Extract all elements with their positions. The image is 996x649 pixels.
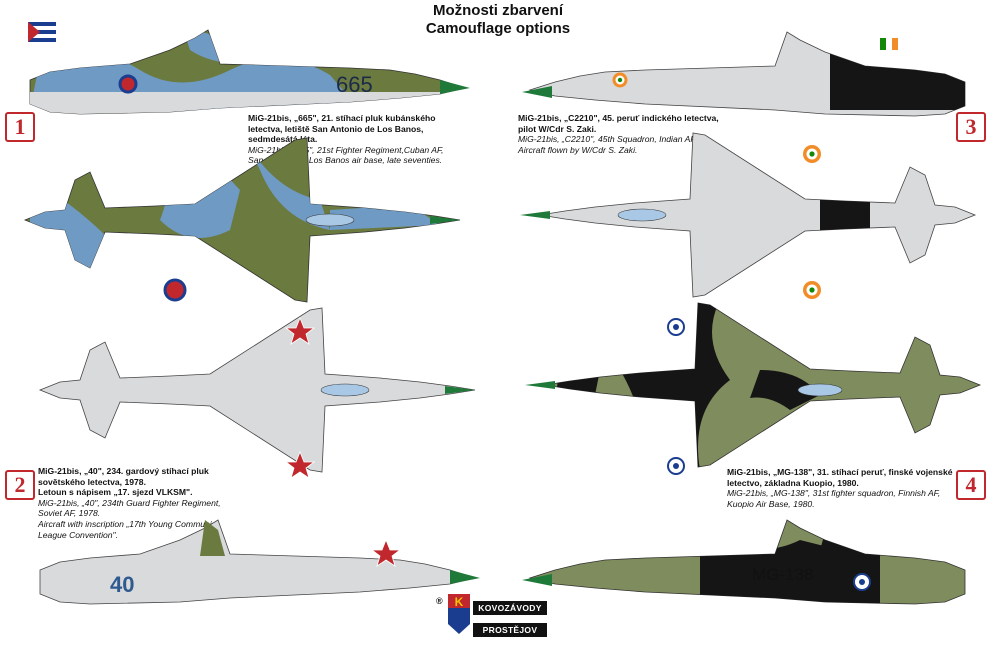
manufacturer-logo: ® K KOVOZÁVODY PROSTĚJOV — [436, 594, 548, 638]
caption-line: sovětského letectva, 1978. — [38, 476, 146, 487]
caption-line: Aircraft flown by W/Cdr S. Zaki. — [518, 144, 638, 155]
caption-line: letectva, letiště San Antonio de Los Ban… — [248, 123, 424, 134]
caption-line: MiG-21bis, „40", 234. gardový stíhací pl… — [38, 466, 209, 476]
caption-line: MiG-21bis, „665", 21st Fighter Regiment,… — [248, 144, 444, 155]
registered-mark: ® — [436, 596, 443, 606]
option-3-plan-view — [520, 132, 976, 299]
caption-line: San Antonio de Los Banos air base, late … — [248, 155, 443, 166]
kovozavody-emblem-icon: K — [448, 594, 470, 634]
option-4-plan-view — [525, 302, 981, 475]
caption-line: MiG-21bis, „665", 21. stíhací pluk kubán… — [248, 113, 436, 123]
caption-line: Aircraft with inscription „17th Young Co… — [38, 518, 219, 529]
option-1-badge: 1 — [5, 112, 35, 142]
caption-line: letectvo, základna Kuopio, 1980. — [727, 477, 859, 488]
option-4-side-marking: MG-138 — [752, 565, 813, 584]
option-1-caption: MiG-21bis, „665", 21. stíhací pluk kubán… — [248, 113, 470, 166]
option-2-badge: 2 — [5, 470, 35, 500]
option-4-caption: MiG-21bis, „MG-138", 31. stíhací peruť, … — [727, 467, 955, 509]
option-3-caption: MiG-21bis, „C2210", 45. peruť indického … — [518, 113, 768, 155]
emblem-letter: K — [455, 595, 464, 609]
option-2-side-marking: 40 — [110, 572, 134, 597]
option-2-plan-view — [39, 307, 476, 479]
caption-line: MiG-21bis, „MG-138", 31st fighter squadr… — [727, 488, 941, 499]
logo-line-2: PROSTĚJOV — [473, 623, 547, 637]
option-3-badge: 3 — [956, 112, 986, 142]
caption-line: Letoun s nápisem „17. sjezd VLKSM". — [38, 487, 193, 498]
option-2-caption: MiG-21bis, „40", 234. gardový stíhací pl… — [38, 466, 274, 540]
caption-line: Kuopio Air Base, 1980. — [727, 498, 815, 509]
caption-line: MiG-21bis, „40", 234th Guard Fighter Reg… — [38, 497, 221, 508]
caption-line: sedmdesátá léta. — [248, 134, 318, 145]
sheet-title-english: Camouflage options — [425, 20, 571, 37]
option-4-side-view: MG-138 — [522, 519, 966, 605]
caption-line: MiG-21bis, „C2210", 45th Squadron, India… — [518, 134, 697, 145]
caption-line: pilot W/Cdr S. Zaki. — [518, 123, 597, 134]
caption-line: MiG-21bis, „MG-138", 31. stíhací peruť, … — [727, 467, 953, 477]
caption-line: MiG-21bis, „C2210", 45. peruť indického … — [518, 113, 719, 123]
sheet-title-czech: Možnosti zbarvení — [432, 2, 563, 19]
logo-line-1: KOVOZÁVODY — [473, 601, 547, 615]
option-1-side-marking: 665 — [336, 72, 373, 97]
caption-line: Soviet AF, 1978. — [38, 508, 101, 519]
option-4-badge: 4 — [956, 470, 986, 500]
caption-line: League Convention". — [38, 529, 118, 540]
